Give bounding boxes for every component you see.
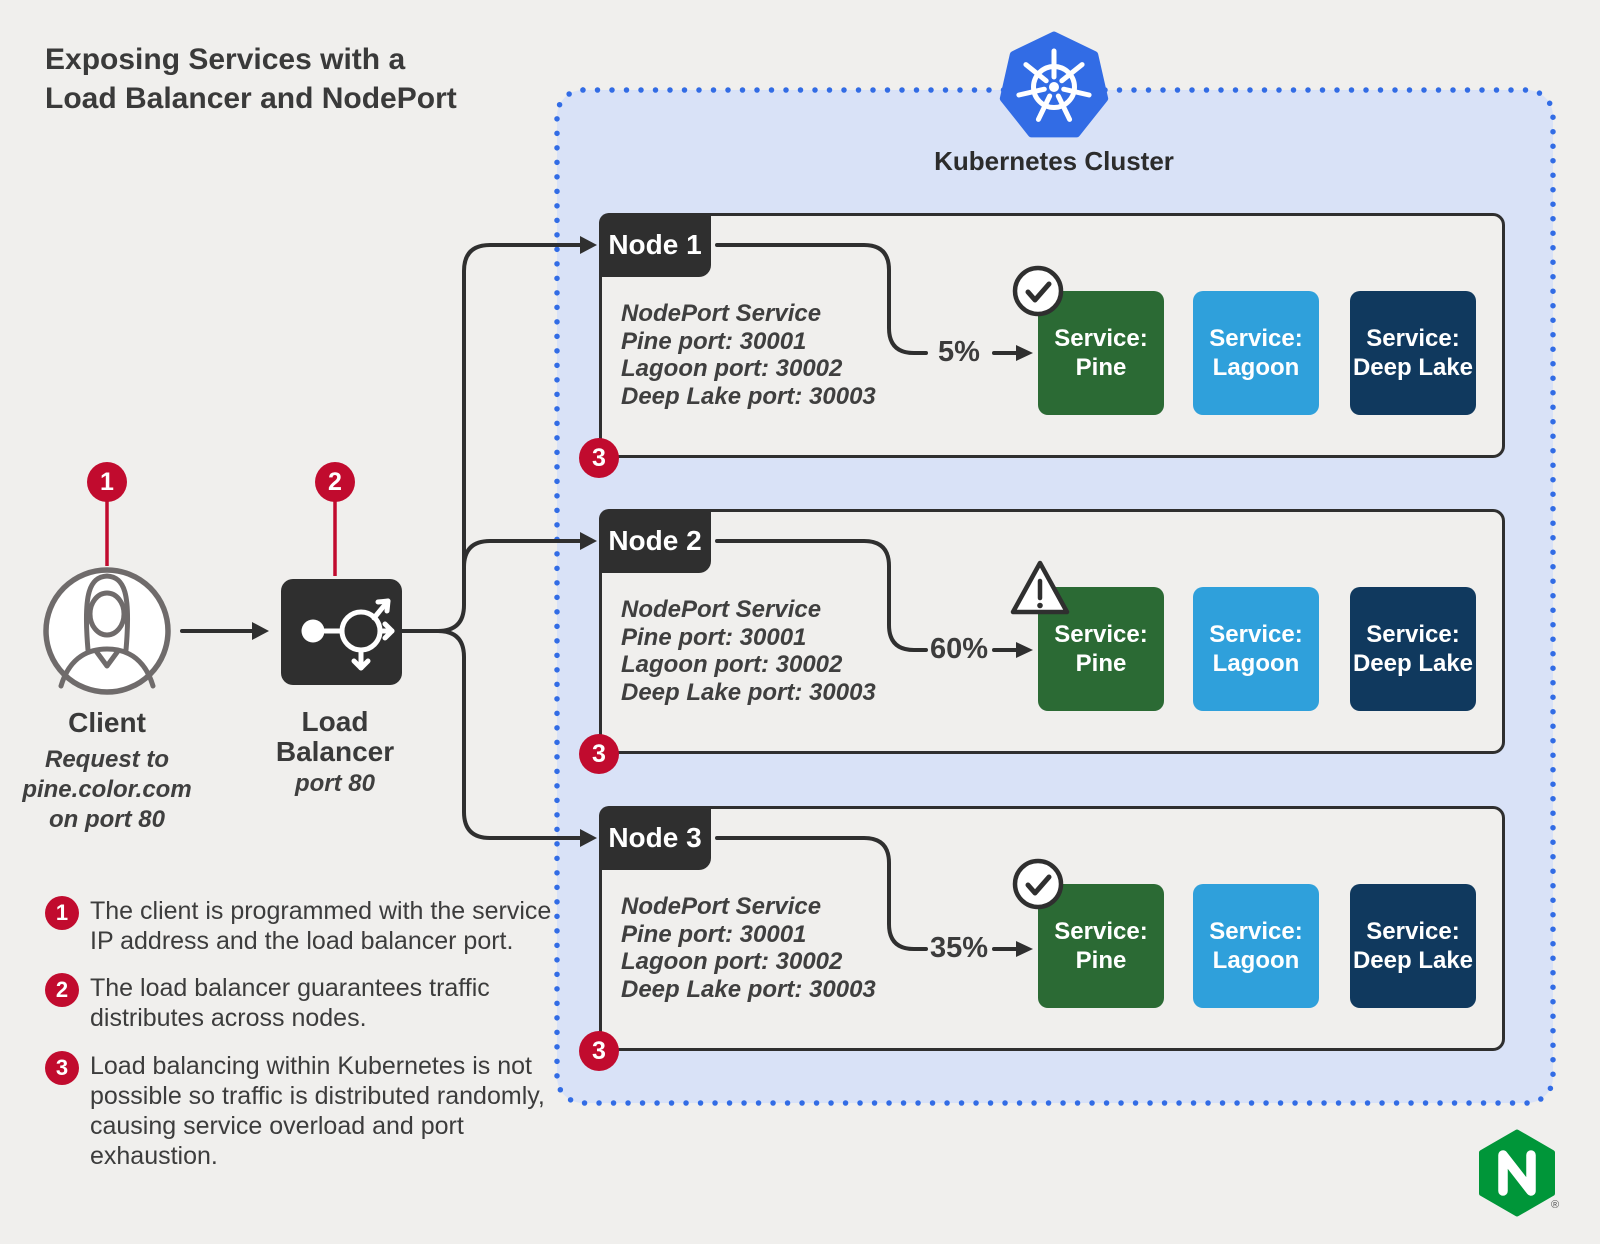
- service-deep-lake-box: Service: Deep Lake: [1350, 291, 1476, 415]
- node-2-tab: Node 2: [599, 509, 711, 573]
- service-label: Service:: [1054, 325, 1148, 352]
- status-warning-icon-node-2: [1010, 560, 1070, 615]
- client-request-line: on port 80: [48, 806, 165, 833]
- service-pine-box: Service: Pine: [1038, 884, 1164, 1008]
- service-name: Deep Lake: [1352, 947, 1474, 974]
- node-traffic-connectors: [715, 243, 1018, 951]
- client-label: Client: [68, 707, 146, 738]
- node-arrowheads: [580, 236, 597, 847]
- nodeport-line: Deep Lake port: 30003: [621, 678, 876, 706]
- legend-2-text: The load balancer guarantees traffic dis…: [90, 973, 580, 1033]
- nodeport-line: NodePort Service: [621, 596, 822, 623]
- client-request-line: Request to: [44, 746, 169, 773]
- service-lagoon-box: Service: Lagoon: [1193, 587, 1319, 711]
- nodeport-line: NodePort Service: [621, 300, 822, 327]
- legend-line: Load balancing within Kubernetes is not: [90, 1052, 532, 1080]
- load-balancer-port-label: port 80: [294, 770, 375, 797]
- legend-line: The client is programmed with the servic…: [90, 897, 552, 925]
- nodeport-line: Lagoon port: 30002: [621, 651, 843, 678]
- traffic-arrowheads: [1016, 345, 1033, 957]
- service-name: Lagoon: [1212, 354, 1300, 381]
- service-label: Service:: [1366, 918, 1460, 945]
- nodeport-line: Pine port: 30001: [621, 920, 807, 948]
- service-label: Service:: [1054, 918, 1148, 945]
- page-title: Exposing Services with a Load Balancer a…: [45, 40, 457, 118]
- page-title-line-2: Load Balancer and NodePort: [45, 82, 457, 115]
- node-3-traffic-percent: 35%: [929, 932, 989, 964]
- legend-3-badge: 3: [45, 1051, 79, 1085]
- legend-1-badge: 1: [45, 896, 79, 930]
- load-balancer-label-line: Load: [301, 706, 369, 737]
- service-name: Pine: [1075, 650, 1127, 677]
- service-name: Deep Lake: [1352, 354, 1474, 381]
- nodeport-line: Deep Lake port: 30003: [621, 382, 876, 410]
- node-1-tab: Node 1: [599, 213, 711, 277]
- nodeport-line: Pine port: 30001: [621, 623, 807, 651]
- service-name: Pine: [1075, 354, 1127, 381]
- node-1-step-3-badge: 3: [579, 438, 619, 478]
- page-title-line-1: Exposing Services with a: [45, 43, 406, 76]
- service-label: Service:: [1209, 918, 1303, 945]
- node-2-traffic-percent: 60%: [929, 633, 989, 665]
- node-1-traffic-percent: 5%: [938, 336, 980, 368]
- legend-line: causing service overload and port exhaus…: [90, 1112, 464, 1170]
- service-name: Deep Lake: [1352, 650, 1474, 677]
- nginx-logo-icon: [1479, 1129, 1555, 1217]
- legend-3-text: Load balancing within Kubernetes is not …: [90, 1051, 580, 1171]
- service-label: Service:: [1366, 621, 1460, 648]
- node-2-step-3-badge: 3: [579, 734, 619, 774]
- load-balancer-label-line: Balancer: [275, 736, 395, 767]
- step-1-badge: 1: [87, 462, 127, 502]
- service-name: Lagoon: [1212, 650, 1300, 677]
- status-ok-icon-node-3: [1012, 858, 1064, 910]
- badge-stems: [105, 500, 337, 576]
- nodeport-line: Pine port: 30001: [621, 327, 807, 355]
- legend-2-badge: 2: [45, 973, 79, 1007]
- legend-line: IP address and the load balancer port.: [90, 927, 514, 955]
- kubernetes-logo-icon: [999, 31, 1109, 138]
- lb-to-nodes-connector: [400, 243, 582, 840]
- node-1-nodeport-info: NodePort Service Pine port: 30001 Lagoon…: [621, 300, 951, 410]
- client-request-text: Request to pine.color.com on port 80: [2, 745, 212, 835]
- service-name: Lagoon: [1212, 947, 1300, 974]
- client-request-line: pine.color.com: [22, 776, 192, 803]
- legend-line: The load balancer guarantees traffic: [90, 974, 490, 1002]
- service-label: Service:: [1366, 325, 1460, 352]
- load-balancer-label: Load Balancer: [250, 707, 420, 767]
- service-deep-lake-box: Service: Deep Lake: [1350, 884, 1476, 1008]
- legend-1-text: The client is programmed with the servic…: [90, 896, 580, 956]
- node-2-nodeport-info: NodePort Service Pine port: 30001 Lagoon…: [621, 596, 951, 706]
- client-icon: [43, 567, 171, 695]
- status-ok-icon-node-1: [1012, 265, 1064, 317]
- service-deep-lake-box: Service: Deep Lake: [1350, 587, 1476, 711]
- legend-line: possible so traffic is distributed rando…: [90, 1082, 545, 1110]
- registered-trademark-symbol: ®: [1551, 1199, 1560, 1211]
- service-label: Service:: [1209, 621, 1303, 648]
- nodeport-line: Deep Lake port: 30003: [621, 975, 876, 1003]
- cluster-label: Kubernetes Cluster: [934, 146, 1174, 176]
- nodeport-line: Lagoon port: 30002: [621, 948, 843, 975]
- load-balancer-icon: [281, 579, 402, 685]
- service-label: Service:: [1054, 621, 1148, 648]
- service-pine-box: Service: Pine: [1038, 291, 1164, 415]
- nodeport-line: Lagoon port: 30002: [621, 355, 843, 382]
- step-2-badge: 2: [315, 462, 355, 502]
- service-pine-box: Service: Pine: [1038, 587, 1164, 711]
- node-3-tab: Node 3: [599, 806, 711, 870]
- service-lagoon-box: Service: Lagoon: [1193, 291, 1319, 415]
- client-to-lb-arrow: [180, 622, 269, 640]
- node-3-nodeport-info: NodePort Service Pine port: 30001 Lagoon…: [621, 893, 951, 1003]
- cluster-dotted-border: [554, 87, 1556, 1106]
- service-label: Service:: [1209, 325, 1303, 352]
- service-name: Pine: [1075, 947, 1127, 974]
- node-3-step-3-badge: 3: [579, 1031, 619, 1071]
- service-lagoon-box: Service: Lagoon: [1193, 884, 1319, 1008]
- legend-line: distributes across nodes.: [90, 1004, 367, 1032]
- nodeport-line: NodePort Service: [621, 893, 822, 920]
